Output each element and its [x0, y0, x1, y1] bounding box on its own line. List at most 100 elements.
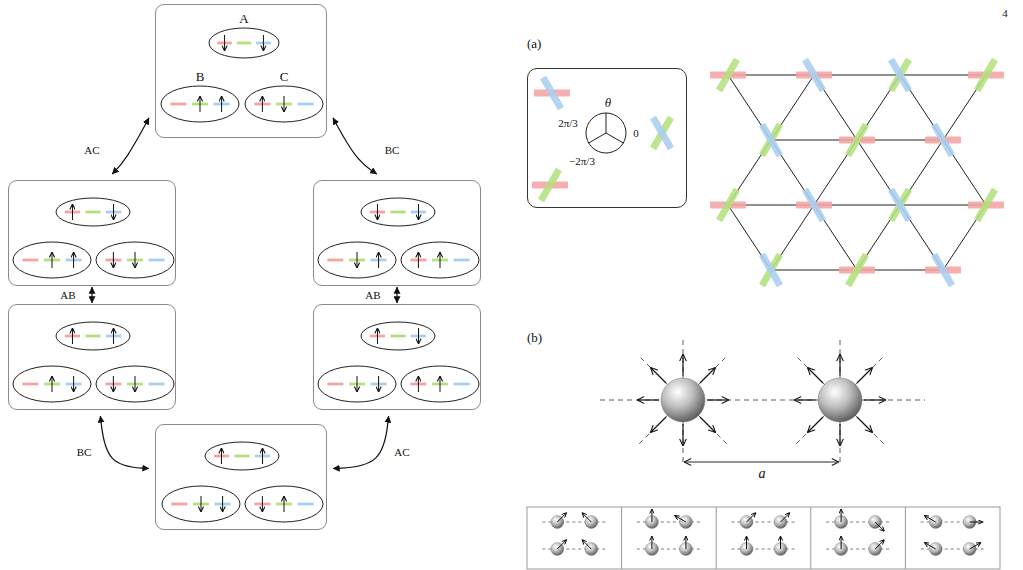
orbital-symbol: [888, 188, 912, 223]
ellipse-art: [208, 27, 280, 59]
direction-arrow: [794, 399, 816, 400]
spin-arrow: [377, 204, 378, 220]
orbital-ellipse-art: [13, 366, 91, 402]
orbital-ellipse-art: [318, 242, 396, 278]
orbital-symbol: [925, 123, 961, 158]
direction-arrow: [864, 399, 886, 400]
orbital-bar: [650, 116, 674, 151]
orbital-level: [170, 103, 186, 106]
orbital-symbol: [532, 168, 568, 203]
spin-arrow: [201, 496, 202, 512]
ellipse-outline: [13, 366, 91, 402]
panel-art: [314, 181, 482, 287]
transition-arrow: [333, 416, 389, 469]
transition-label: AC: [82, 144, 101, 157]
spin-arrow: [52, 252, 53, 268]
direction-arrow: [707, 399, 729, 400]
moment-arrow: [746, 536, 747, 549]
moment-arrow: [582, 513, 591, 522]
direction-arrow: [637, 399, 659, 400]
orbital-symbol: [888, 58, 912, 93]
ellipse-outline: [361, 322, 435, 350]
orbital-ellipse-art: [56, 198, 130, 226]
orbital-bar: [538, 168, 562, 203]
ellipse-outline: [209, 28, 279, 58]
panel-label: (a): [527, 37, 541, 52]
moment-arrow: [841, 509, 842, 522]
orbital-bar: [931, 123, 955, 158]
orbital-ellipse-art: [162, 486, 240, 522]
orbital-level: [22, 383, 38, 386]
direction-arrow: [650, 417, 666, 433]
ellipse-art: [244, 85, 324, 123]
orbital-bar: [845, 253, 869, 288]
sphere: [818, 378, 862, 422]
ellipse-art: [160, 85, 240, 123]
panel-art: [9, 305, 177, 411]
ellipse-outline: [161, 86, 239, 122]
sphere-pair: [600, 338, 925, 462]
ellipse-outline: [361, 198, 435, 226]
ellipse-outline: [318, 242, 396, 278]
orbital-bar: [974, 58, 998, 93]
moment-arrow: [970, 543, 981, 550]
ellipse-outline: [96, 242, 174, 278]
spin-arrow: [357, 376, 358, 392]
orbital-ellipse-art: [245, 86, 323, 122]
orbital-bar: [716, 188, 740, 223]
orbital-bar: [650, 116, 674, 151]
moment-arrow: [875, 522, 884, 531]
ellipse-outline: [245, 486, 323, 522]
orbital-level: [454, 383, 470, 386]
moment-arrow: [557, 540, 566, 549]
orbital-bar: [974, 188, 998, 223]
spin-arrow: [262, 496, 263, 512]
dimension-label: a: [759, 466, 766, 482]
angle-spoke: [606, 133, 623, 143]
orbital-bar: [759, 123, 783, 158]
state-panel: ABC: [155, 4, 327, 138]
orbital-level: [149, 383, 165, 386]
moment-arrow: [557, 513, 566, 522]
transition-label: AC: [392, 446, 411, 459]
moment-arrow: [924, 543, 935, 550]
orbital-bar: [540, 76, 564, 111]
orbital-symbol: [796, 58, 832, 93]
table-divider: [905, 507, 906, 569]
orbital-level: [390, 335, 405, 338]
orbital-ellipse-art: [401, 366, 479, 402]
spin-arrow: [135, 376, 136, 392]
orbital-level: [85, 211, 100, 214]
spin-arrow: [284, 496, 285, 512]
orbital-symbol: [710, 188, 746, 223]
ellipse-label: B: [196, 70, 205, 85]
orbital-ellipse-art: [361, 322, 435, 350]
moment-arrow: [582, 540, 591, 549]
spin-arrow: [221, 448, 222, 464]
orbital-symbol: [968, 58, 1004, 93]
spin-arrow: [418, 328, 419, 344]
orbital-ellipse-art: [96, 242, 174, 278]
transition-label: AB: [363, 289, 382, 302]
transition-arrow: [112, 118, 149, 174]
orbital-bar: [931, 253, 955, 288]
spin-arrow: [418, 204, 419, 220]
spin-arrow: [135, 252, 136, 268]
orbital-bar: [888, 58, 912, 93]
spin-arrow: [418, 376, 419, 392]
spin-arrow: [440, 376, 441, 392]
spin-arrow: [378, 252, 379, 268]
ellipse-outline: [96, 366, 174, 402]
spin-arrow: [418, 252, 419, 268]
orbital-bar: [716, 58, 740, 93]
table-divider: [716, 507, 717, 569]
transition-label: BC: [75, 446, 94, 459]
panel-art: [314, 305, 482, 411]
ellipse-outline: [56, 322, 130, 350]
moment-arrow: [780, 536, 781, 549]
spin-arrow: [440, 252, 441, 268]
direction-arrow: [857, 417, 873, 433]
spin-arrow: [224, 35, 225, 51]
